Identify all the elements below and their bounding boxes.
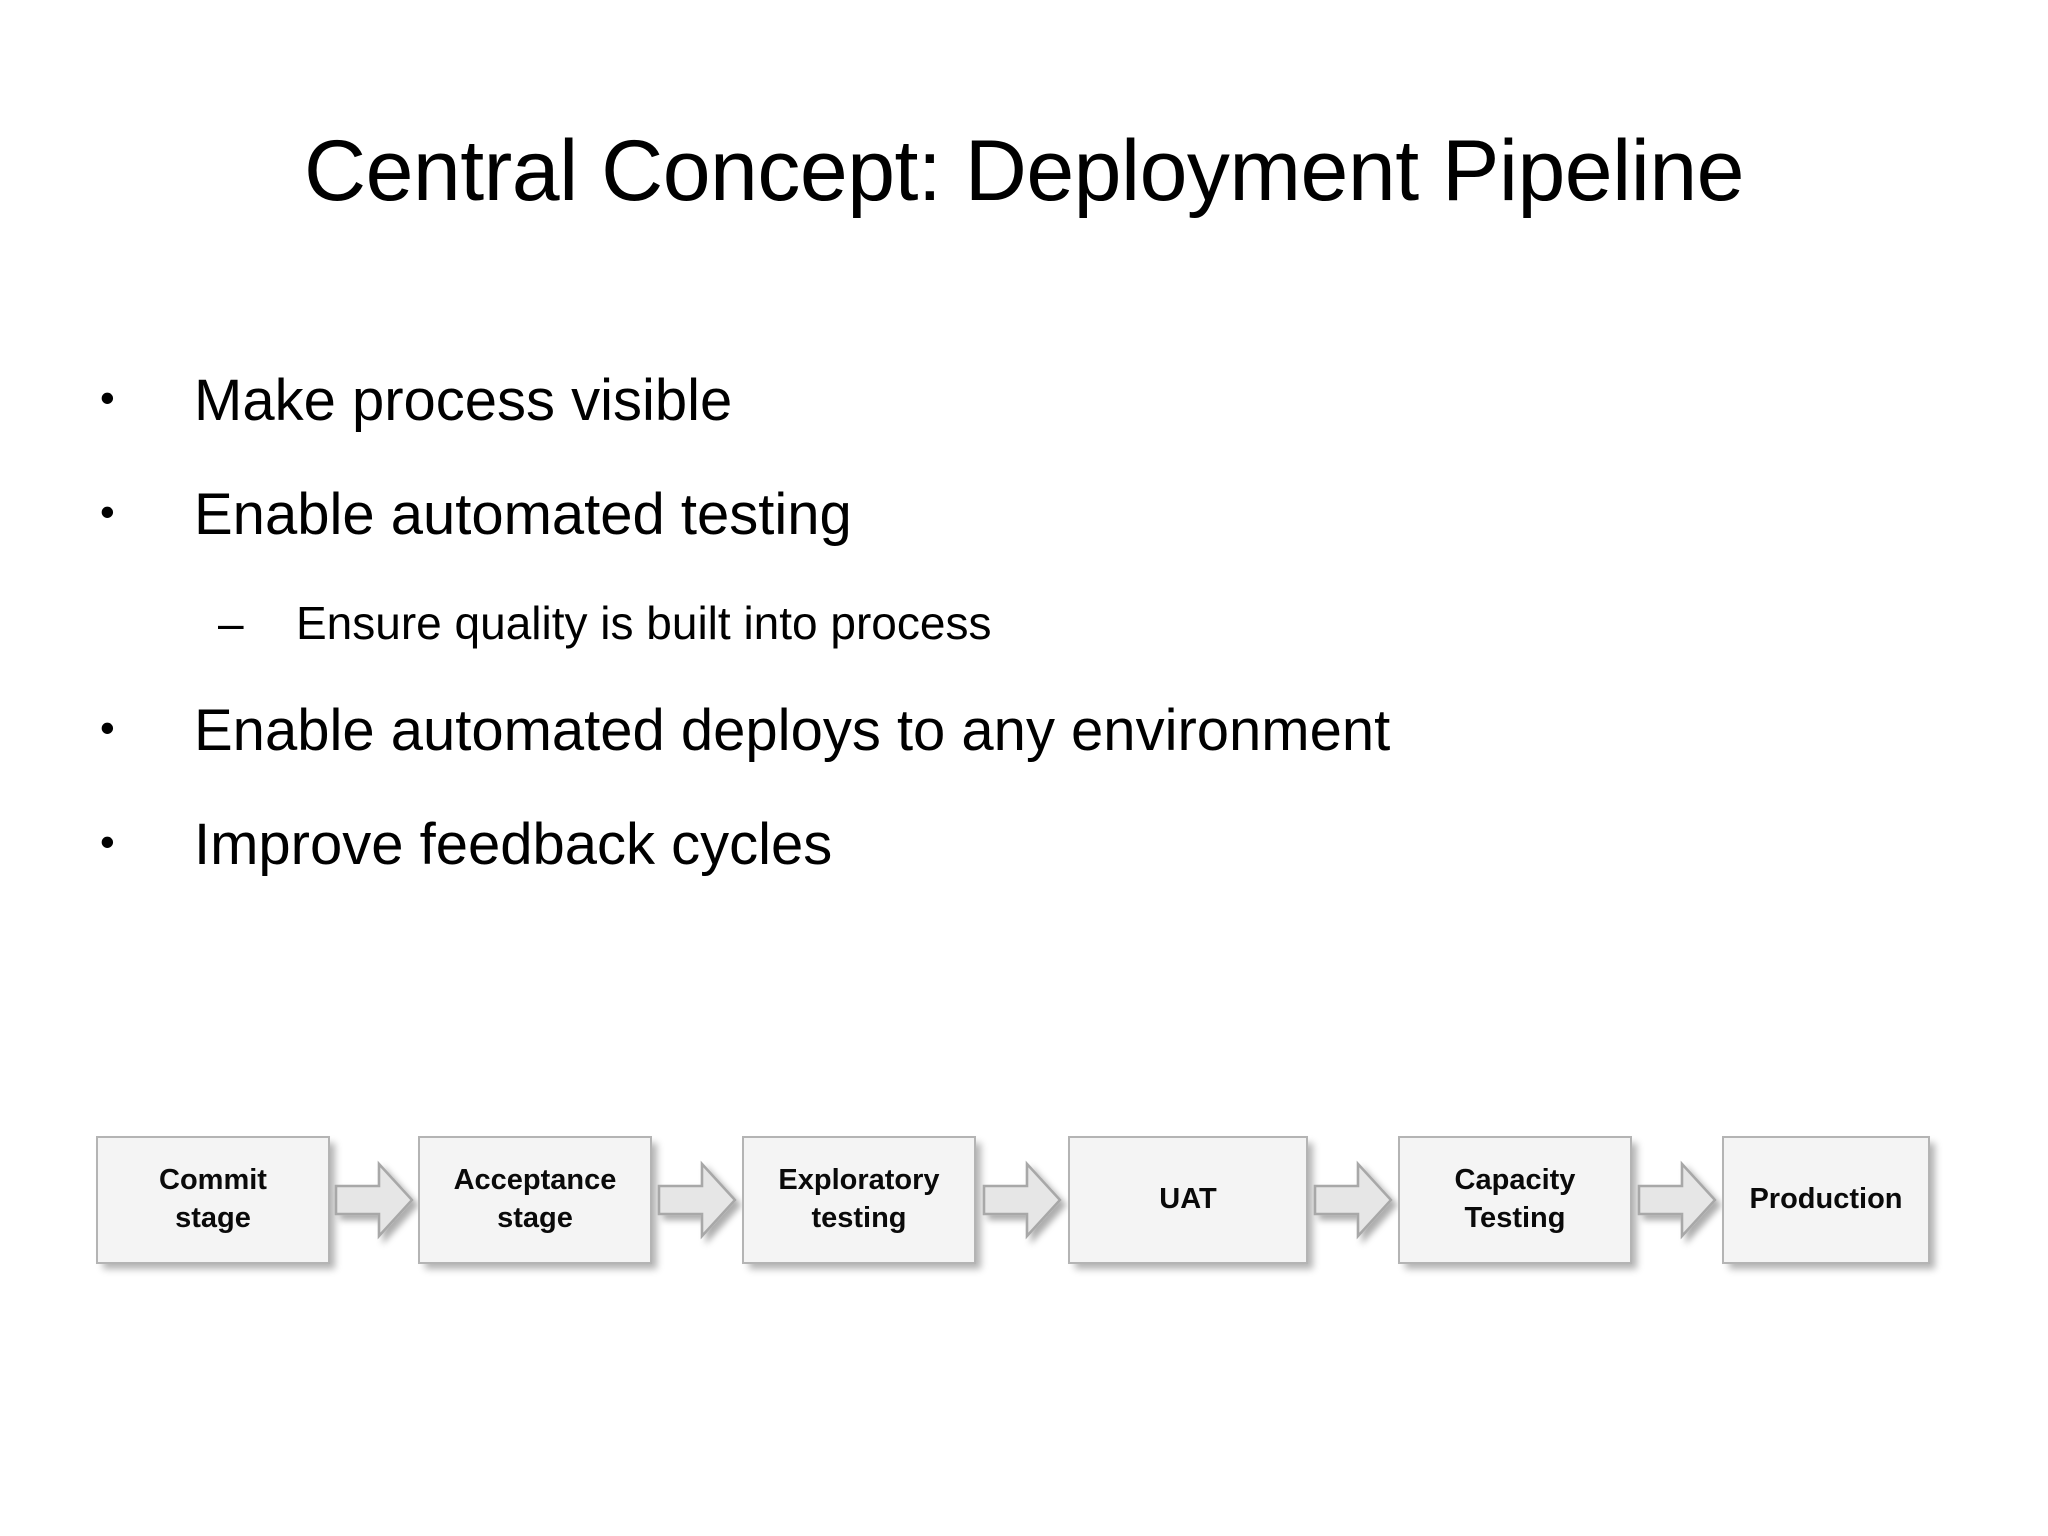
list-item: • Enable automated testing	[100, 486, 1940, 544]
list-item-label: Enable automated testing	[194, 482, 852, 547]
pipeline-stage-uat: UAT	[1068, 1136, 1308, 1264]
pipeline-stage-label: UAT	[1159, 1183, 1217, 1216]
pipeline-stage-label: Capacity Testing	[1454, 1164, 1576, 1234]
right-arrow-icon	[657, 1160, 737, 1240]
deployment-pipeline-diagram: Commit stage Acceptance stage	[96, 1136, 2016, 1316]
bullet-marker-icon: •	[100, 488, 115, 535]
bullet-marker-icon: •	[100, 818, 115, 865]
pipeline-stage-acceptance: Acceptance stage	[418, 1136, 652, 1264]
bullet-list: • Make process visible • Enable automate…	[100, 372, 1940, 930]
pipeline-stage-label: Acceptance stage	[453, 1164, 617, 1234]
pipeline-connector-1	[330, 1136, 418, 1264]
pipeline-stage-label: Exploratory testing	[778, 1164, 940, 1234]
bullet-marker-icon: •	[100, 704, 115, 751]
list-item: • Make process visible	[100, 372, 1940, 430]
list-item: • Improve feedback cycles	[100, 816, 1940, 874]
dash-marker-icon: –	[218, 597, 244, 649]
bullet-marker-icon: •	[100, 374, 115, 421]
right-arrow-icon	[1637, 1160, 1717, 1240]
right-arrow-icon	[982, 1160, 1062, 1240]
right-arrow-icon	[1313, 1160, 1393, 1240]
list-item-sub: – Ensure quality is built into process	[218, 600, 1940, 646]
pipeline-stage-label: Commit stage	[159, 1164, 267, 1234]
list-item-label: Enable automated deploys to any environm…	[194, 698, 1391, 763]
list-item-label: Ensure quality is built into process	[296, 597, 992, 649]
pipeline-stage-commit: Commit stage	[96, 1136, 330, 1264]
pipeline-stage-exploratory: Exploratory testing	[742, 1136, 976, 1264]
list-item-label: Make process visible	[194, 368, 733, 433]
pipeline-connector-3	[976, 1136, 1068, 1264]
pipeline-connector-5	[1632, 1136, 1722, 1264]
pipeline-stage-production: Production	[1722, 1136, 1930, 1264]
pipeline-connector-4	[1308, 1136, 1398, 1264]
list-item: • Enable automated deploys to any enviro…	[100, 702, 1940, 760]
pipeline-stage-capacity: Capacity Testing	[1398, 1136, 1632, 1264]
pipeline-connector-2	[652, 1136, 742, 1264]
right-arrow-icon	[334, 1160, 414, 1240]
list-item-label: Improve feedback cycles	[194, 812, 833, 877]
page-title: Central Concept: Deployment Pipeline	[303, 123, 1745, 219]
pipeline-stage-label: Production	[1749, 1183, 1903, 1216]
